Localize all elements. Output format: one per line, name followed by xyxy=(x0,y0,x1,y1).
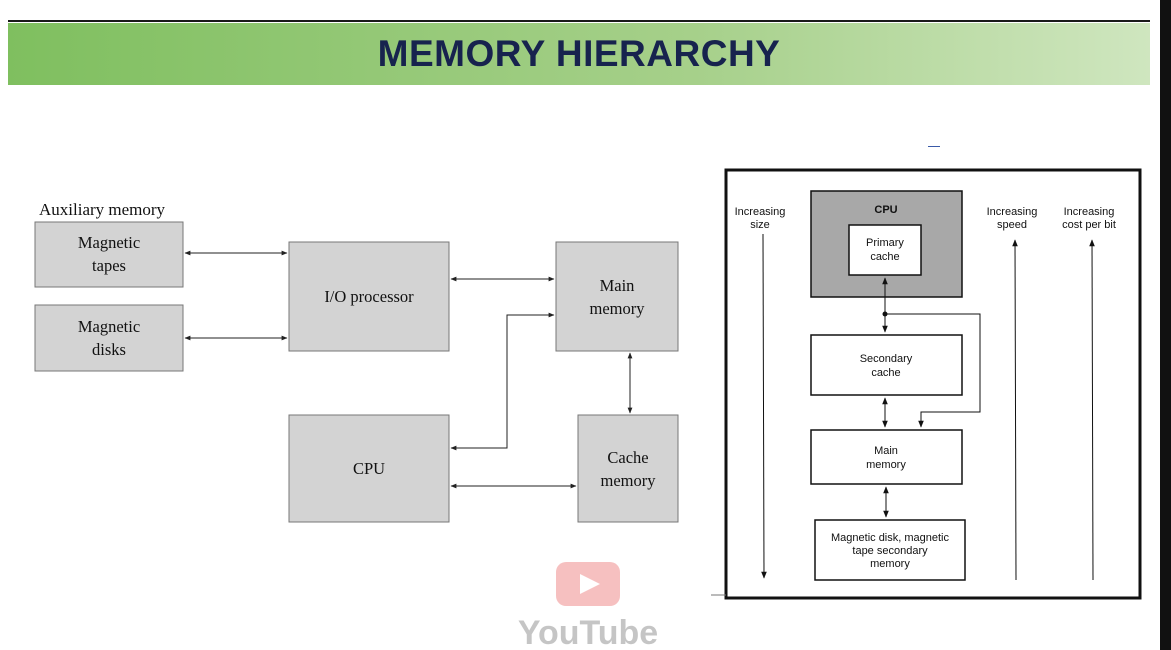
svg-text:memory: memory xyxy=(870,558,910,570)
cache-memory-box: Cache memory xyxy=(577,414,679,523)
svg-text:memory: memory xyxy=(590,299,646,318)
svg-text:CPU: CPU xyxy=(353,459,385,478)
svg-text:Magnetic: Magnetic xyxy=(78,233,140,252)
io-processor-box: I/O processor xyxy=(288,241,450,352)
auxiliary-memory-label: Auxiliary memory xyxy=(39,200,166,219)
svg-text:Magnetic: Magnetic xyxy=(78,317,140,336)
main-memory-box: Main memory xyxy=(555,241,679,352)
speed-axis-arrow xyxy=(1012,239,1018,581)
stray-dash xyxy=(928,146,940,147)
magnetic-disk-tape-box: Magnetic disk, magnetic tape secondary m… xyxy=(814,519,966,581)
cpu-main-arrow xyxy=(450,312,555,451)
svg-text:cache: cache xyxy=(871,367,900,379)
svg-text:Increasing: Increasing xyxy=(1064,206,1115,218)
youtube-wordmark: YouTube xyxy=(518,614,658,650)
svg-text:memory: memory xyxy=(866,459,906,471)
svg-text:Increasing: Increasing xyxy=(735,206,786,218)
svg-text:Magnetic disk, magnetic: Magnetic disk, magnetic xyxy=(831,532,949,544)
svg-text:Secondary: Secondary xyxy=(860,353,913,365)
increasing-size-label: Increasing size xyxy=(735,206,786,231)
secondary-cache-box: Secondary cache xyxy=(810,334,963,396)
svg-text:CPU: CPU xyxy=(874,204,897,216)
svg-text:Primary: Primary xyxy=(866,237,904,249)
title-banner: MEMORY HIERARCHY xyxy=(8,23,1150,85)
primary-cache-box: Primary cache xyxy=(848,224,922,276)
bypass-arrow xyxy=(885,313,981,428)
cpu-box: CPU xyxy=(288,414,450,523)
youtube-watermark: YouTube xyxy=(518,562,658,650)
left-block-diagram: Auxiliary memory Magnetic tapes Magnetic… xyxy=(34,200,679,523)
right-edge-bar xyxy=(1160,0,1171,650)
svg-text:speed: speed xyxy=(997,219,1027,231)
increasing-cost-label: Increasing cost per bit xyxy=(1062,206,1116,231)
svg-text:Main: Main xyxy=(874,445,898,457)
svg-text:memory: memory xyxy=(601,471,657,490)
svg-text:cost per bit: cost per bit xyxy=(1062,219,1116,231)
svg-text:I/O processor: I/O processor xyxy=(324,287,414,306)
top-border-line xyxy=(8,20,1150,22)
svg-text:disks: disks xyxy=(92,340,126,359)
youtube-play-icon xyxy=(556,562,620,606)
page-title: MEMORY HIERARCHY xyxy=(377,33,781,74)
svg-text:Cache: Cache xyxy=(607,448,648,467)
svg-text:Main: Main xyxy=(600,276,635,295)
magnetic-tapes-box: Magnetic tapes xyxy=(34,221,184,288)
svg-text:tape secondary: tape secondary xyxy=(852,545,928,557)
svg-text:tapes: tapes xyxy=(92,256,126,275)
magnetic-disks-box: Magnetic disks xyxy=(34,304,184,372)
svg-text:cache: cache xyxy=(870,251,899,263)
size-axis-arrow xyxy=(761,233,767,579)
increasing-speed-label: Increasing speed xyxy=(987,206,1038,231)
svg-text:Increasing: Increasing xyxy=(987,206,1038,218)
right-hierarchy-diagram: Increasing size Increasing speed Increas… xyxy=(711,168,1142,600)
main-memory-node: Main memory xyxy=(810,429,963,485)
svg-text:size: size xyxy=(750,219,770,231)
cost-axis-arrow xyxy=(1089,239,1095,581)
